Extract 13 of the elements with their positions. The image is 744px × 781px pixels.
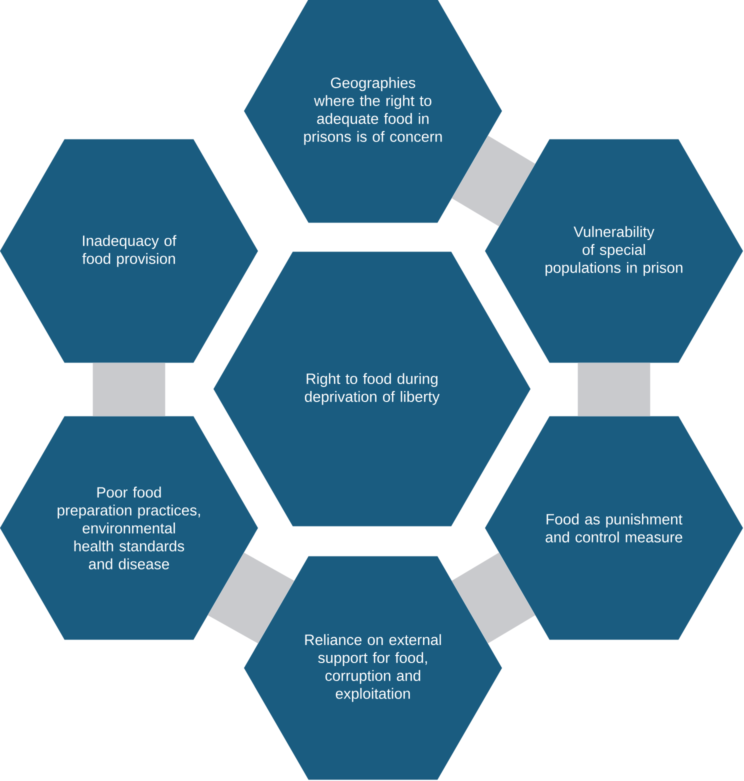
connector-band	[452, 136, 536, 226]
connector-band	[92, 362, 166, 416]
hexagon-box: Geographies where the right to adequate food in prisons is of concern	[244, 0, 502, 223]
hexagon-box: Inadequacy of food provision	[0, 139, 258, 363]
hexagon-box: Poor food preparation practices, environmental health standards and disease	[0, 416, 258, 640]
connector-band	[578, 362, 650, 416]
node-label: Right to food during deprivation of liberty	[304, 373, 440, 405]
hexagon-box: Right to food during deprivation of liberty	[214, 252, 530, 526]
hexagon-box: Food as punishment and control measure	[485, 416, 743, 640]
hexagon-box: Reliance on external support for food, corruption and exploitation	[244, 556, 502, 780]
hexagon-box: Vulnerability of special populations in prison	[485, 139, 743, 363]
connector-band	[452, 552, 536, 644]
connector-band	[208, 552, 294, 644]
